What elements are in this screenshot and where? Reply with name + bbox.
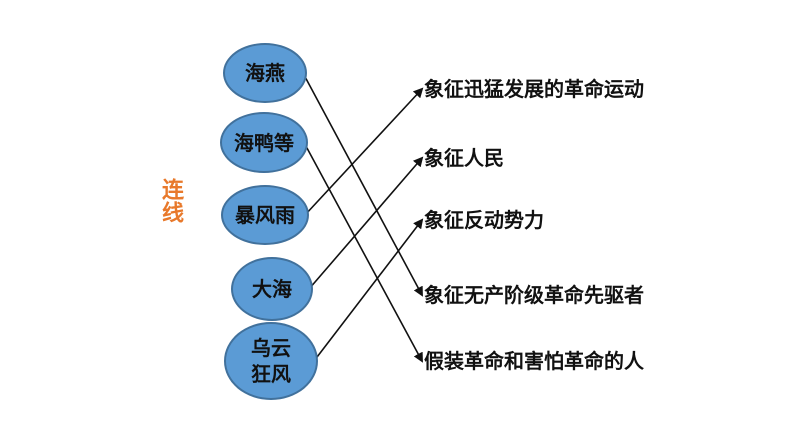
label-proletarian-pioneer: 象征无产阶级革命先驱者 [424,283,644,307]
connector-arrow-l1-r4 [302,72,423,297]
node-kuangfeng-label: 狂风 [251,362,291,386]
label-revolution-movement: 象征迅猛发展的革命运动 [424,77,644,101]
node-wuyun-label: 乌云 [251,336,291,360]
label-reactionary-forces: 象征反动势力 [424,208,544,232]
node-haiya-deng-label: 海鸭等 [234,130,294,155]
connector-arrow-l3-r1 [304,87,424,216]
node-haiyan-label: 海燕 [245,61,285,85]
node-dahai: 大海 [231,257,313,321]
connector-arrow-l2-r5 [303,142,423,363]
label-people: 象征人民 [424,146,504,170]
node-baofengyu: 暴风雨 [221,185,309,245]
node-wuyun-kuangfeng: 乌云 狂风 [224,322,318,400]
connector-arrow-l4-r2 [308,156,424,290]
node-wuyun-kuangfeng-text: 乌云 狂风 [251,335,291,387]
node-haiya-deng: 海鸭等 [220,112,308,173]
node-baofengyu-label: 暴风雨 [235,203,295,227]
node-haiyan: 海燕 [223,43,307,103]
node-dahai-label: 大海 [252,277,292,301]
connector-arrow-l5-r3 [313,218,424,362]
label-false-revolutionaries: 假装革命和害怕革命的人 [424,349,644,373]
side-title: 连线 [158,178,183,224]
